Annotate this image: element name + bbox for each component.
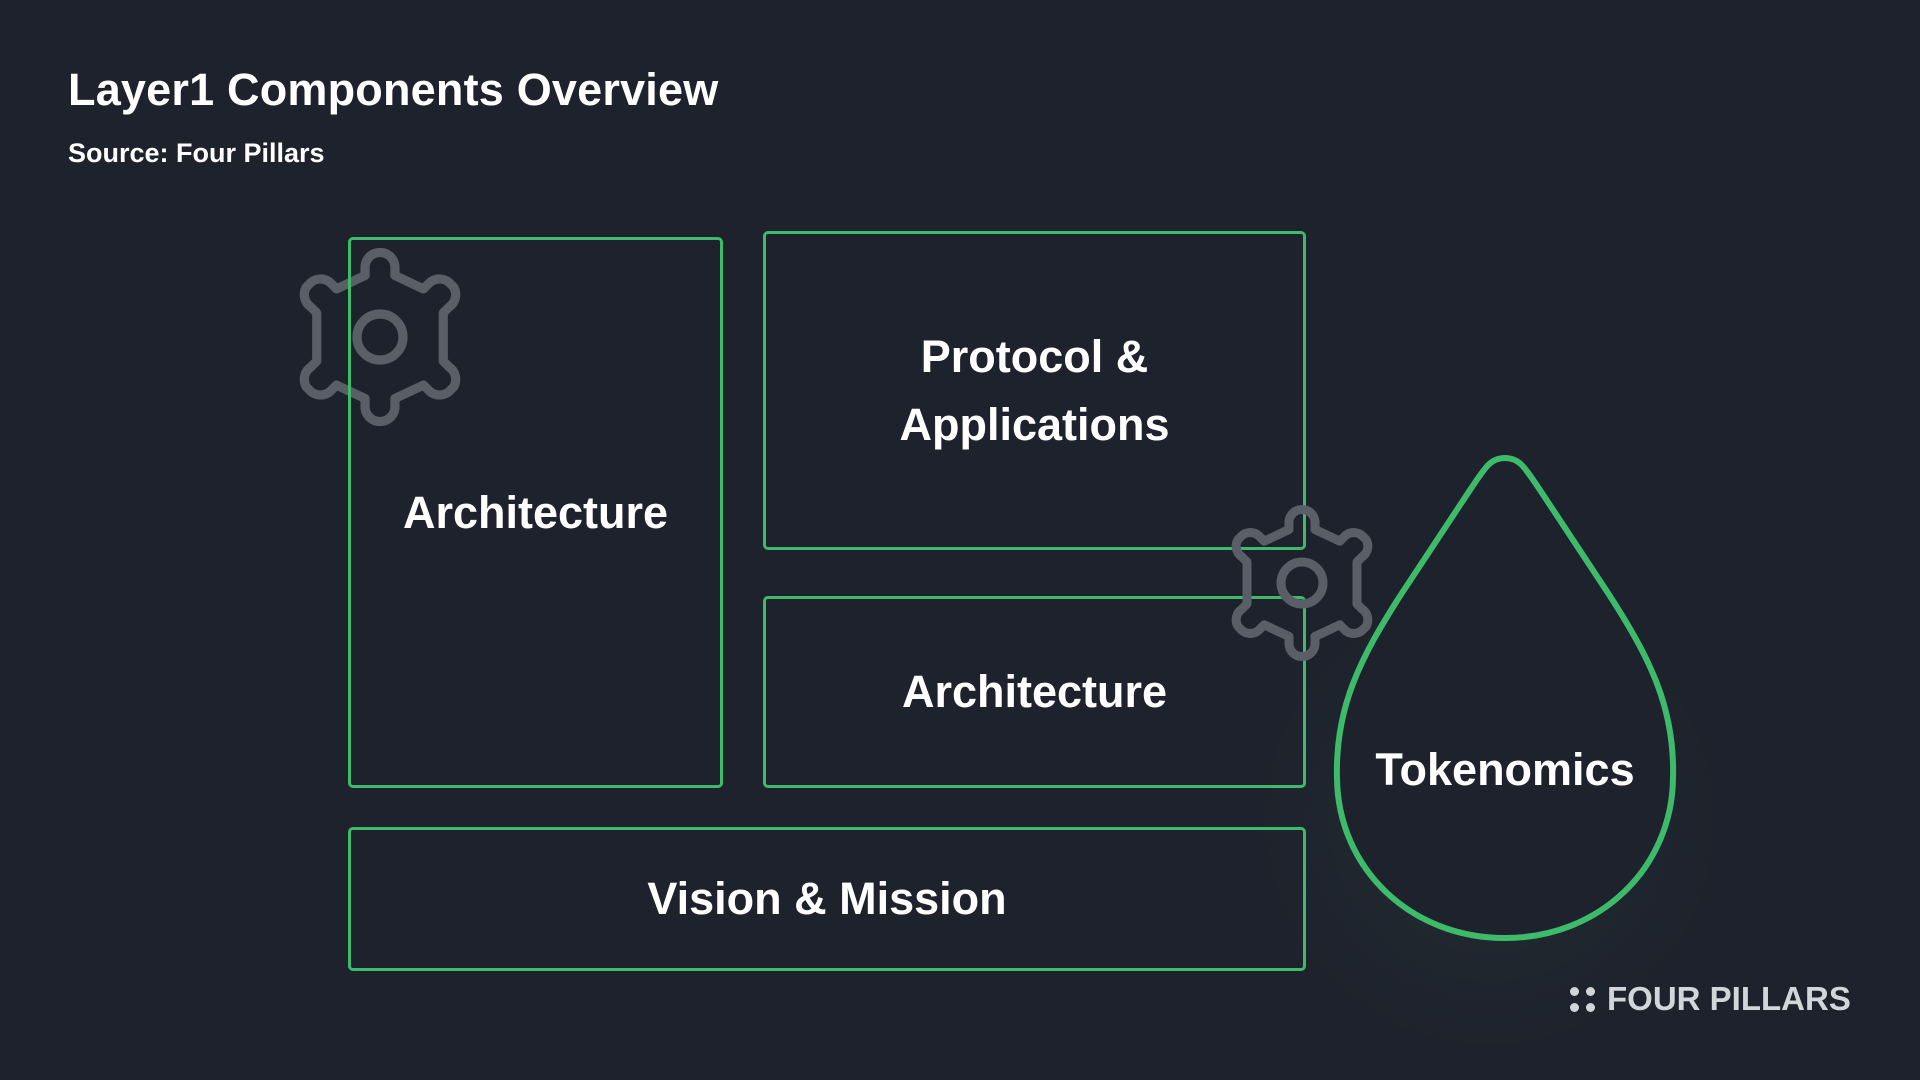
architecture-block-left: Architecture	[348, 237, 723, 788]
architecture-block-middle-label: Architecture	[901, 666, 1168, 717]
protocol-label-line-1: Protocol &	[920, 330, 1149, 382]
protocol-applications-block: Protocol & Applications	[763, 231, 1306, 550]
protocol-label-line-2: Applications	[899, 398, 1170, 450]
source-caption: Source: Four Pillars	[68, 138, 325, 168]
gear-icon	[299, 247, 461, 427]
vision-mission-block: Vision & Mission	[348, 827, 1306, 971]
drop-shape	[1333, 455, 1677, 941]
gear-icon	[1231, 504, 1373, 662]
brand-name: FOUR PILLARS	[1607, 980, 1851, 1017]
architecture-block-left-label: Architecture	[402, 486, 669, 538]
protocol-applications-label: Protocol & Applications	[899, 323, 1169, 459]
page-title: Layer1 Components Overview	[68, 64, 719, 115]
architecture-block-middle: Architecture	[763, 596, 1306, 788]
brand-dots-icon	[1570, 986, 1595, 1012]
tokenomics-label: Tokenomics	[1375, 744, 1635, 795]
brand-logo: FOUR PILLARS	[1570, 980, 1851, 1018]
vision-mission-label: Vision & Mission	[647, 873, 1007, 924]
